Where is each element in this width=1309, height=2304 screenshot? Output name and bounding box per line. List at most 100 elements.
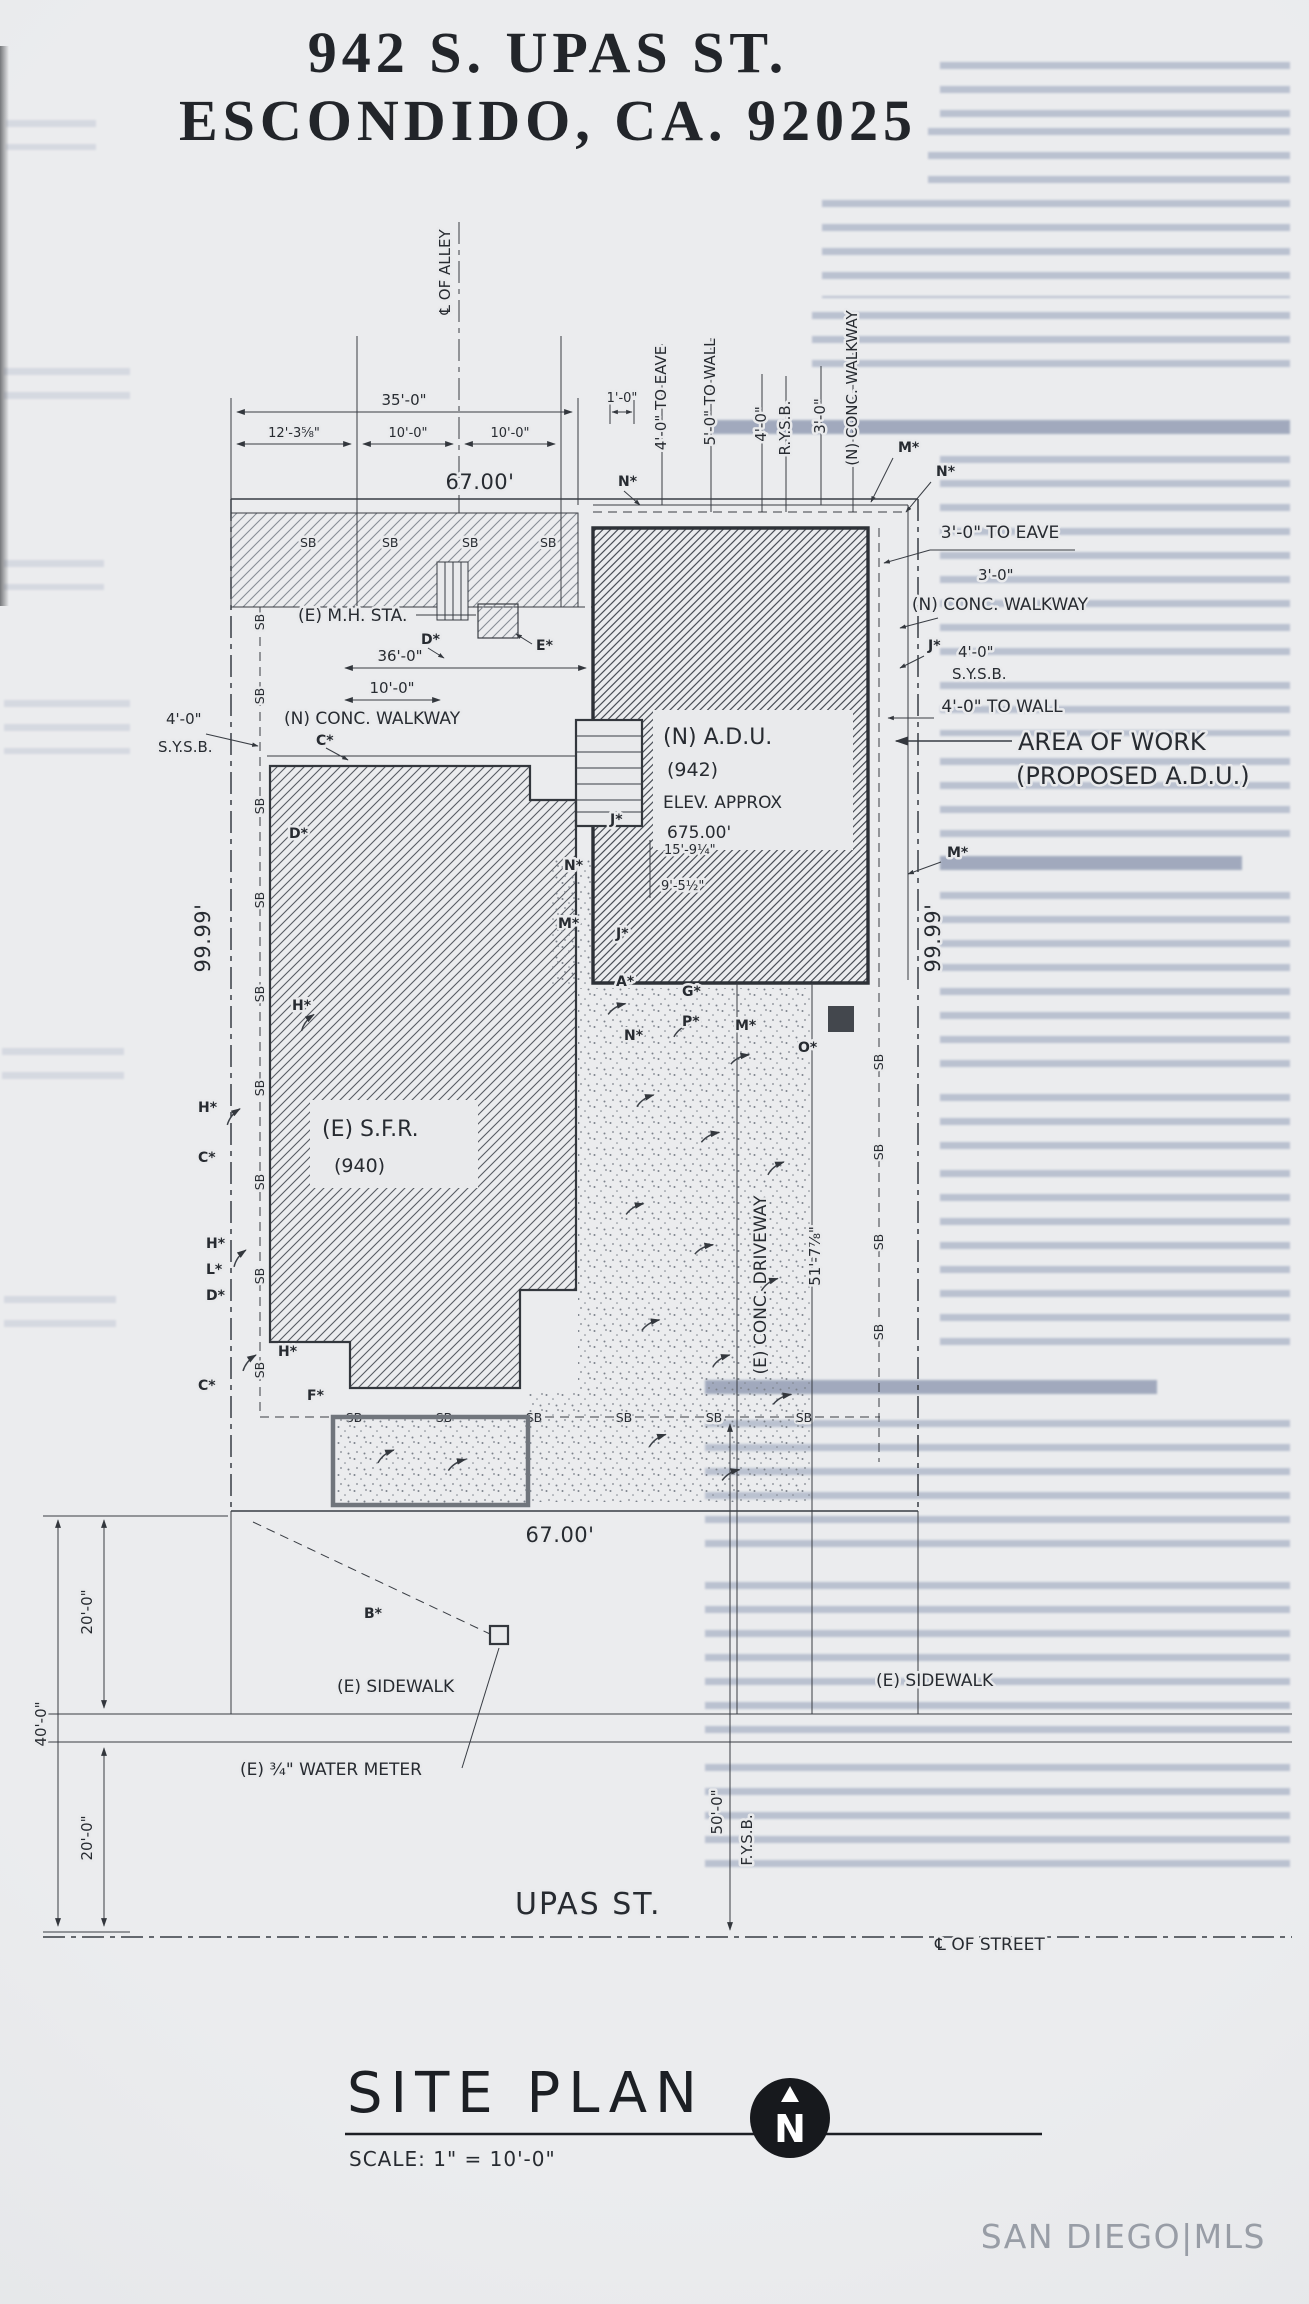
adu-label-line1: (N) A.D.U. [663,725,772,750]
address-line1: 942 S. UPAS ST. [308,20,789,85]
dim-3ft: 3'-0" [978,566,1014,584]
equipment-pad [828,1006,854,1032]
setback-label: SB [252,986,267,1003]
marker-m: M* [558,916,580,932]
dim-4ft-to-eave: 4'-0" TO EAVE [652,346,670,451]
keynote-markers: N* M* N* J* M* E* D* C* D* J* N* M* J* A… [196,438,972,1625]
setback-label: SB [871,1054,886,1071]
mls-watermark: SAN DIEGO|MLS [981,2217,1266,2256]
setback-label: SB [462,535,479,550]
marker-d: D* [289,826,309,842]
setback-label: SB [252,798,267,815]
north-letter: N [774,2107,806,2151]
water-meter [488,1624,510,1646]
note-block [940,758,1290,842]
manhole-station [477,603,519,639]
area-of-work-callout: AREA OF WORK (PROPOSED A.D.U.) [894,726,1252,793]
marker-m: M* [898,440,920,456]
marker-m: M* [735,1018,757,1034]
marker-d: D* [421,632,441,648]
area-of-work-line2: (PROPOSED A.D.U.) [1016,762,1250,790]
marker-n: N* [936,464,956,480]
adu-label-box [653,710,853,850]
side-yard-setback-label: S.Y.S.B. [158,738,213,756]
manhole-station-label: (E) M.H. STA. [298,606,407,626]
dim-5ft-to-wall: 5'-0" TO WALL [701,338,719,446]
note-block [940,1094,1290,1156]
note-block [4,700,130,754]
setback-label: SB [252,614,267,631]
sfr-label-box [310,1100,478,1188]
adu-label-line4: 675.00' [667,823,731,843]
dim-3ft: 3'-0" [811,398,829,434]
marker-c: C* [198,1378,216,1394]
marker-h: H* [206,1236,226,1252]
marker-c: C* [198,1150,216,1166]
note-block [822,200,1290,298]
dim-10ft: 10'-0" [490,426,529,441]
marker-e: E* [536,638,554,654]
alley-and-top-dimensions: 35'-0" 12'-3⅝" 10'-0" 10'-0" 1'-0" 67.00… [230,222,640,513]
setback-label: SB [252,688,267,705]
note-block [705,1764,1290,1882]
adu-label-line2: (942) [667,759,718,781]
note-heading [940,856,1242,880]
marker-l: L* [206,1262,223,1278]
dim-4ft: 4'-0" [166,710,202,728]
dim-1ft: 1'-0" [607,391,638,406]
east-annotations: 3'-0" TO EAVE 3'-0" (N) CONC. WALKWAY 4'… [883,521,1091,975]
marker-m: M* [947,845,969,861]
sidewalk-label-east: (E) SIDEWALK [876,1671,994,1691]
marker-f: F* [307,1388,325,1404]
sidewalk-lines [43,1713,1292,1743]
rear-yard-setback-label: R.Y.S.B. [776,401,794,456]
note-block [928,128,1290,192]
front-yard-and-street: 67.00' (E) ¾" WATER METER (E) SIDEWALK (… [30,1423,1292,1958]
setback-label: SB [540,535,557,550]
marker-g: G* [682,984,701,1000]
marker-j: J* [927,638,941,654]
sheet-title: 942 S. UPAS ST. ESCONDIDO, CA. 92025 [179,20,917,153]
alley-centerline-label: ℄ OF ALLEY [436,229,454,316]
dim-4ft-to-wall: 4'-0" TO WALL [941,697,1063,717]
setback-label: SB [252,1174,267,1191]
sfr-label-line1: (E) S.F.R. [322,1117,419,1142]
setback-label: SB [252,1268,267,1285]
street-name: UPAS ST. [515,1887,662,1922]
property-boundary [230,498,919,1714]
note-heading [712,420,1290,448]
marker-a: A* [616,974,635,990]
alley-setback-band: SB SB SB SB [230,512,593,621]
driveway-label: (E) CONC. DRIVEWAY [751,1195,771,1375]
address-line2: ESCONDIDO, CA. 92025 [179,88,917,153]
driveway: (E) CONC. DRIVEWAY 51'-7⅞" [528,860,827,1714]
drawing-scale: SCALE: 1" = 10'-0" [349,2147,556,2171]
setback-label: SB [252,892,267,909]
marker-h: H* [292,998,312,1014]
note-block [705,1582,1290,1750]
note-block [940,62,1290,118]
note-block [4,1296,116,1330]
marker-n: N* [618,474,638,490]
dim-4ft: 4'-0" [958,643,994,661]
front-yard-setback-label: F.Y.S.B. [738,1814,756,1865]
dim-35ft: 35'-0" [381,391,426,409]
marker-h: H* [198,1100,218,1116]
scan-edge-artifact [0,46,9,606]
setback-label: SB [252,1362,267,1379]
marker-j: J* [615,926,629,942]
note-block [940,1170,1290,1352]
sidewalk-label-west: (E) SIDEWALK [337,1677,455,1697]
setback-label: SB [871,1144,886,1161]
dim-4ft: 4'-0" [752,406,770,442]
marker-b: B* [364,1606,383,1622]
new-concrete-walkway-label: (N) CONC. WALKWAY [912,595,1089,615]
adu-label-line3: ELEV. APPROX [663,793,782,813]
marker-d: D* [206,1288,226,1304]
adu-building: (N) A.D.U. (942) ELEV. APPROX 675.00' 15… [574,504,909,1032]
driveway-paving [528,988,812,1502]
note-block [4,368,130,412]
drawing-title-block: SITE PLAN SCALE: 1" = 10'-0" N [345,2061,1042,2171]
adu-stairs [574,718,644,828]
